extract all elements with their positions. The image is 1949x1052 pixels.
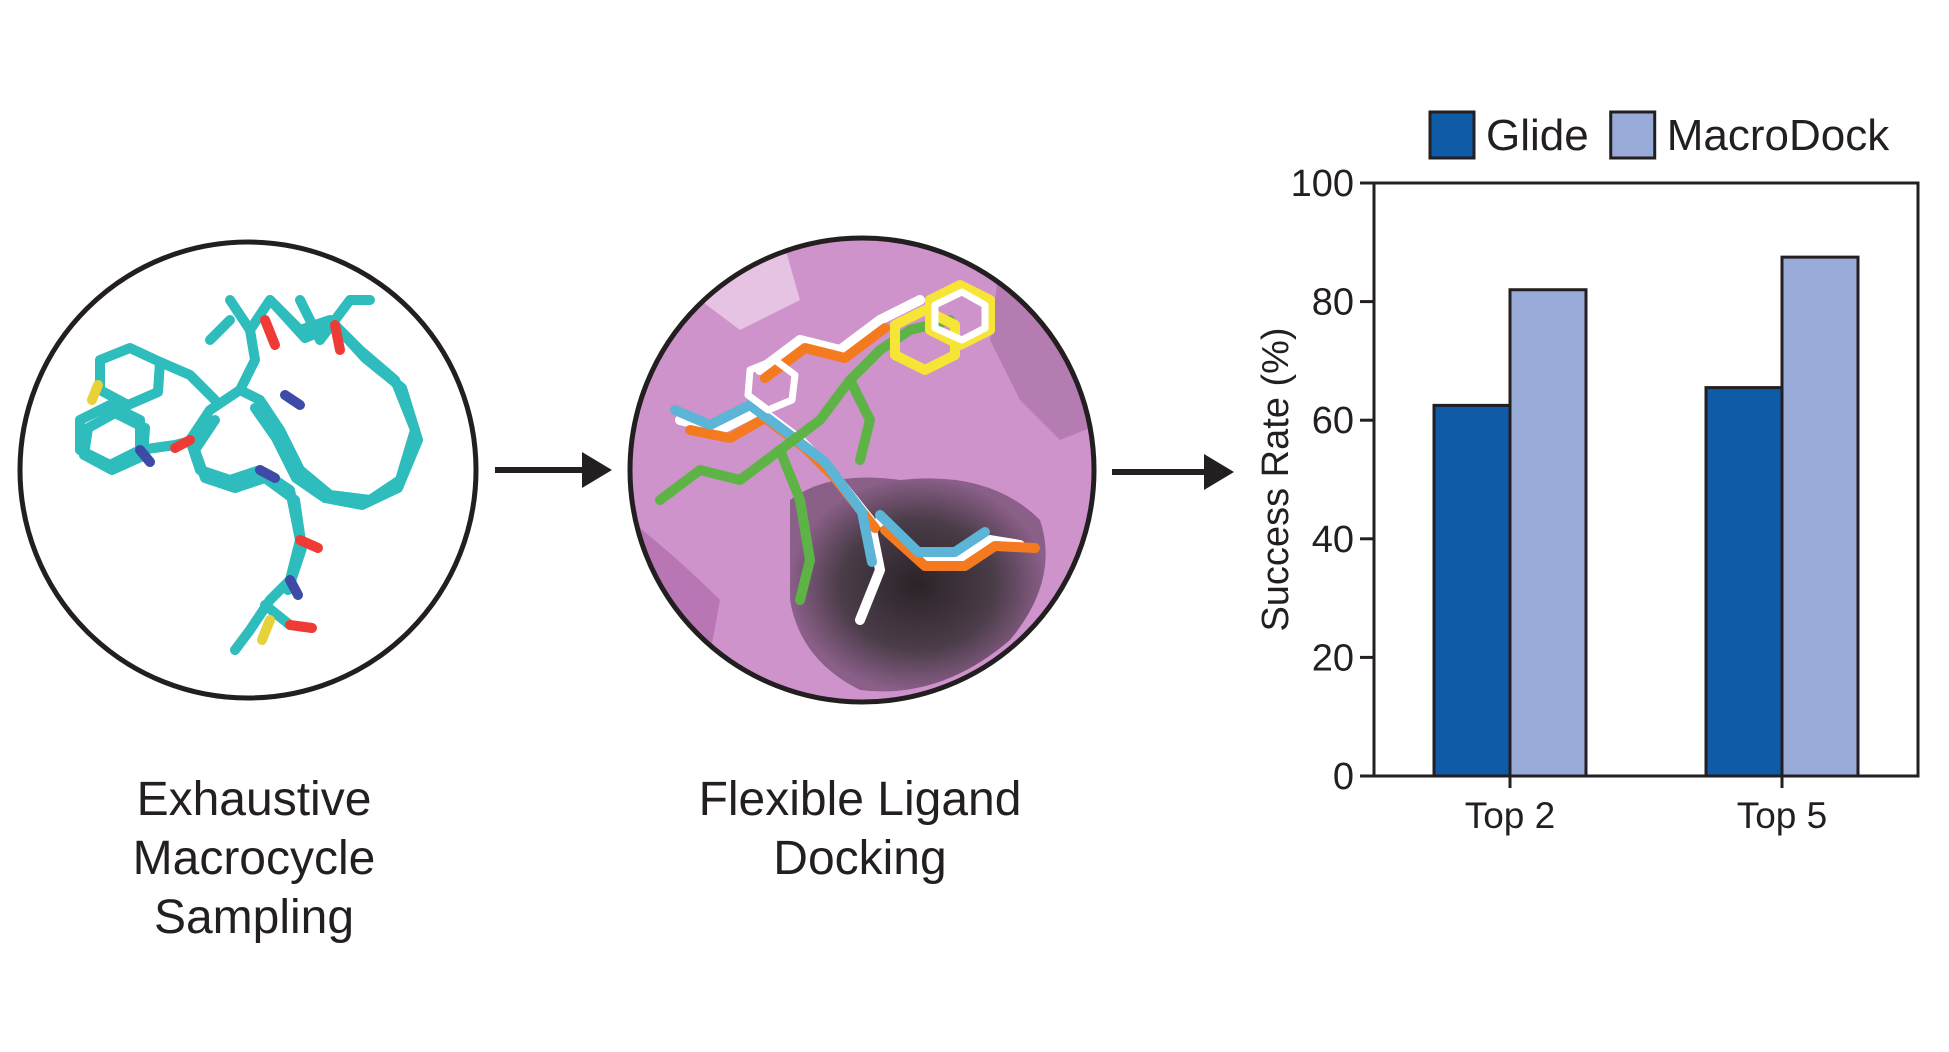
legend-swatch-glide [1428,110,1476,160]
caption-line: Flexible Ligand [698,773,1022,826]
y-tick-label: 20 [1312,637,1354,679]
legend-label-glide: Glide [1486,111,1589,160]
bar-macrodock-top-5 [1780,255,1860,778]
arrow-right-icon [495,452,612,488]
legend-label-macrodock: MacroDock [1667,111,1890,160]
y-tick-label: 60 [1312,400,1354,442]
macrocycle-ensemble-image [20,242,476,698]
bar-glide-top-2 [1432,403,1512,778]
sampling-circle [17,239,479,701]
x-tick-label: Top 2 [1465,795,1556,836]
docking-circle [627,235,1097,705]
y-tick-label: 0 [1333,756,1354,798]
caption-line: Sampling [153,891,355,944]
success-rate-chart: Glide MacroDock 0 20 40 60 80 100 Top 2 Top 5 S… [1255,110,1920,836]
bar-glide-top-5 [1704,386,1784,778]
caption-line: Docking [773,832,947,885]
plot-frame [1372,181,1920,778]
y-tick-label: 80 [1312,282,1354,324]
caption-line: Exhaustive [136,773,372,826]
legend-swatch-macrodock [1609,110,1657,160]
docking-pose-image [630,238,1094,702]
arrow-right-icon [1112,454,1234,490]
bar-macrodock-top-2 [1508,288,1588,778]
y-tick-label: 40 [1312,519,1354,561]
x-tick-label: Top 5 [1737,795,1828,836]
y-axis-label: Success Rate (%) [1255,327,1297,631]
caption-line: Macrocycle [132,832,376,885]
chart-legend: Glide MacroDock [1428,110,1890,160]
docking-caption: Flexible Ligand Docking [630,770,1090,888]
sampling-caption: Exhaustive Macrocycle Sampling [89,770,419,947]
y-tick-label: 100 [1291,163,1354,205]
